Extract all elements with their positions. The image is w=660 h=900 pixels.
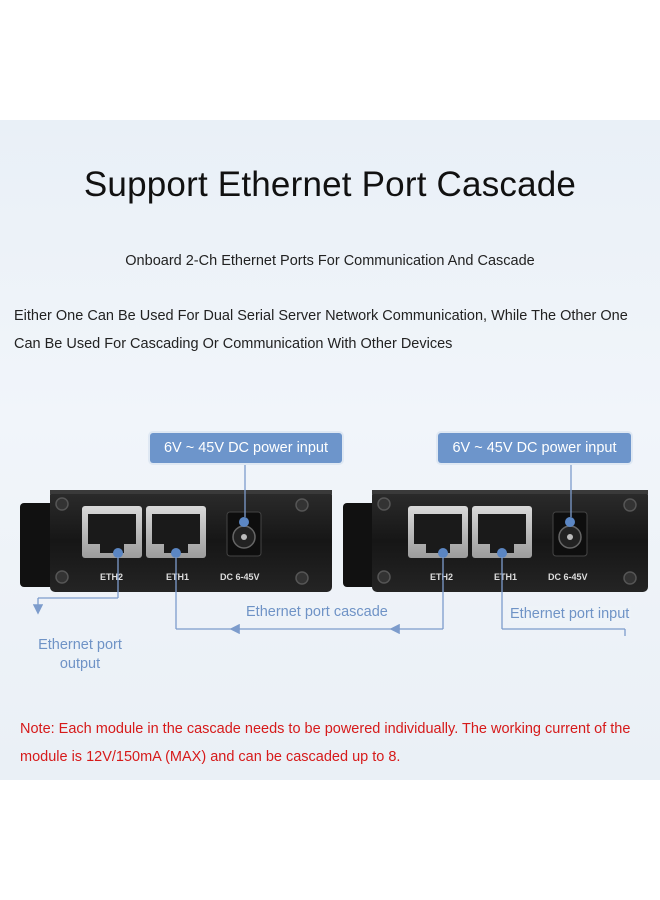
ethernet-port-input-label: Ethernet port input xyxy=(508,606,632,622)
module-1-eth2-label: ETH2 xyxy=(100,572,123,582)
subtitle: Onboard 2-Ch Ethernet Ports For Communic… xyxy=(125,253,535,269)
screw-icon xyxy=(295,498,309,512)
screw-icon xyxy=(55,497,69,511)
module-1: ETH2 ETH1 DC 6-45V xyxy=(20,490,332,592)
screw-icon xyxy=(623,498,637,512)
module-1-dc-label: DC 6-45V xyxy=(220,572,260,582)
connector-lines xyxy=(32,463,626,636)
module-2: ETH2 ETH1 DC 6-45V xyxy=(343,490,648,592)
screw-icon xyxy=(377,570,391,584)
power-note: Note: Each module in the cascade needs t… xyxy=(20,721,631,765)
module-2-dc-jack[interactable] xyxy=(552,511,588,557)
module-1-side-terminal xyxy=(20,503,58,587)
module-2-eth1-label: ETH1 xyxy=(494,572,517,582)
module-2-eth2-port[interactable] xyxy=(408,506,468,558)
screw-icon xyxy=(295,571,309,585)
module-2-dc-label: DC 6-45V xyxy=(548,572,588,582)
module-2-side-terminal xyxy=(343,503,379,587)
ethernet-port-output-line1: Ethernet port xyxy=(38,637,122,653)
ethernet-port-output-label: Ethernet port output xyxy=(30,636,130,674)
power-input-callout-2: 6V ~ 45V DC power input xyxy=(438,433,631,463)
page-title: Support Ethernet Port Cascade xyxy=(83,165,577,204)
module-1-eth1-port[interactable] xyxy=(146,506,206,558)
module-1-dc-jack[interactable] xyxy=(226,511,262,557)
module-2-eth2-label: ETH2 xyxy=(430,572,453,582)
screw-icon xyxy=(623,571,637,585)
module-1-eth1-label: ETH1 xyxy=(166,572,189,582)
power-input-callout-1: 6V ~ 45V DC power input xyxy=(150,433,342,463)
screw-icon xyxy=(55,570,69,584)
description: Either One Can Be Used For Dual Serial S… xyxy=(14,308,628,352)
ethernet-port-cascade-label: Ethernet port cascade xyxy=(244,604,390,620)
module-1-eth2-port[interactable] xyxy=(82,506,142,558)
module-2-eth1-port[interactable] xyxy=(472,506,532,558)
screw-icon xyxy=(377,497,391,511)
ethernet-port-output-line2: output xyxy=(59,656,101,672)
